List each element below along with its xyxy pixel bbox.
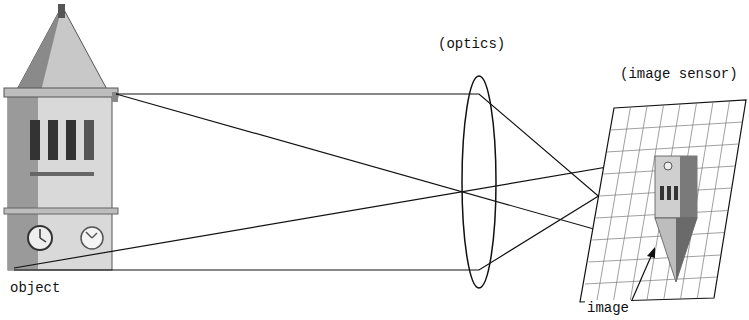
image-leader-arrow (632, 247, 655, 300)
sensor-label: (image sensor) (618, 66, 740, 82)
image-sensor (580, 100, 746, 302)
image-label: image (585, 300, 631, 316)
light-rays (14, 94, 660, 270)
lens-optics (462, 76, 496, 288)
tower-object (4, 4, 118, 270)
object-label: object (8, 280, 62, 296)
optics-label: (optics) (436, 36, 507, 52)
